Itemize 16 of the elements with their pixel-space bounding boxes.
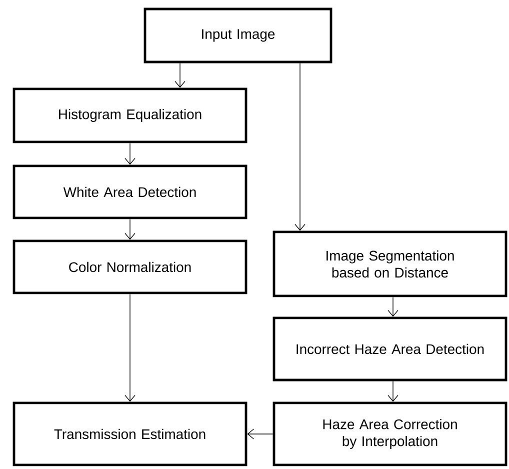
arrow bbox=[388, 380, 398, 402]
process-box: Image Segmentation based on Distance bbox=[272, 230, 508, 298]
arrow bbox=[247, 428, 274, 440]
arrow bbox=[388, 296, 398, 317]
arrow bbox=[174, 62, 186, 88]
process-box: Transmission Estimation bbox=[12, 402, 248, 466]
process-box: White Area Detection bbox=[12, 164, 248, 220]
process-box: Haze Area Correction by Interpolation bbox=[272, 402, 508, 466]
arrow bbox=[124, 142, 136, 165]
process-box: Input Image bbox=[144, 8, 332, 64]
arrow bbox=[294, 62, 306, 231]
arrow bbox=[124, 218, 136, 240]
process-box: Color Normalization bbox=[12, 240, 248, 294]
process-box: Incorrect Haze Area Detection bbox=[272, 316, 508, 382]
process-box: Histogram Equalization bbox=[12, 88, 248, 144]
arrow bbox=[124, 294, 136, 402]
